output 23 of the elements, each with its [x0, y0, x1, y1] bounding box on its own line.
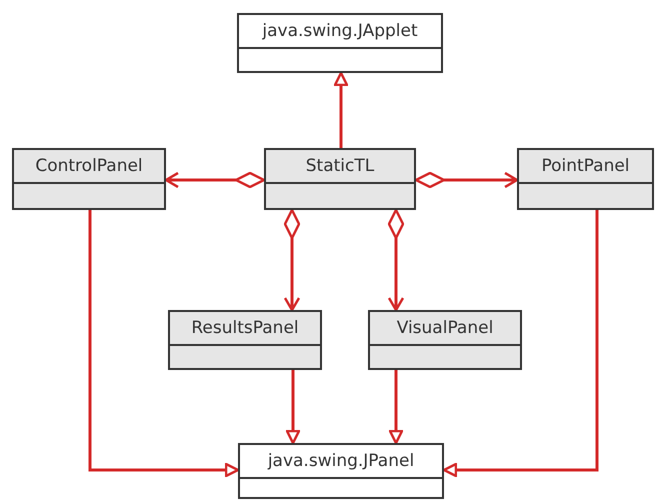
- inheritance-arrow: [286, 370, 300, 444]
- class-box: [517, 148, 654, 210]
- inheritance-arrow: [334, 72, 348, 148]
- aggregation-arrow: [164, 172, 266, 188]
- inheritance-arrow: [442, 210, 598, 478]
- class-name: java.swing.JApplet: [239, 15, 441, 49]
- class-box: [368, 310, 522, 370]
- class-box: [12, 148, 166, 210]
- class-box: [168, 310, 322, 370]
- class-name: VisualPanel: [370, 312, 520, 346]
- class-name: ResultsPanel: [170, 312, 320, 346]
- aggregation-arrow: [284, 208, 300, 312]
- class-box: [238, 443, 444, 499]
- class-box: [264, 148, 416, 210]
- class-name: java.swing.JPanel: [240, 445, 442, 479]
- class-box: [237, 13, 443, 73]
- aggregation-arrow: [414, 172, 518, 188]
- class-name: PointPanel: [519, 150, 652, 184]
- class-name: StaticTL: [266, 150, 414, 184]
- class-name: ControlPanel: [14, 150, 164, 184]
- inheritance-arrow: [88, 210, 240, 478]
- aggregation-arrow: [388, 208, 404, 312]
- inheritance-arrow: [388, 370, 404, 444]
